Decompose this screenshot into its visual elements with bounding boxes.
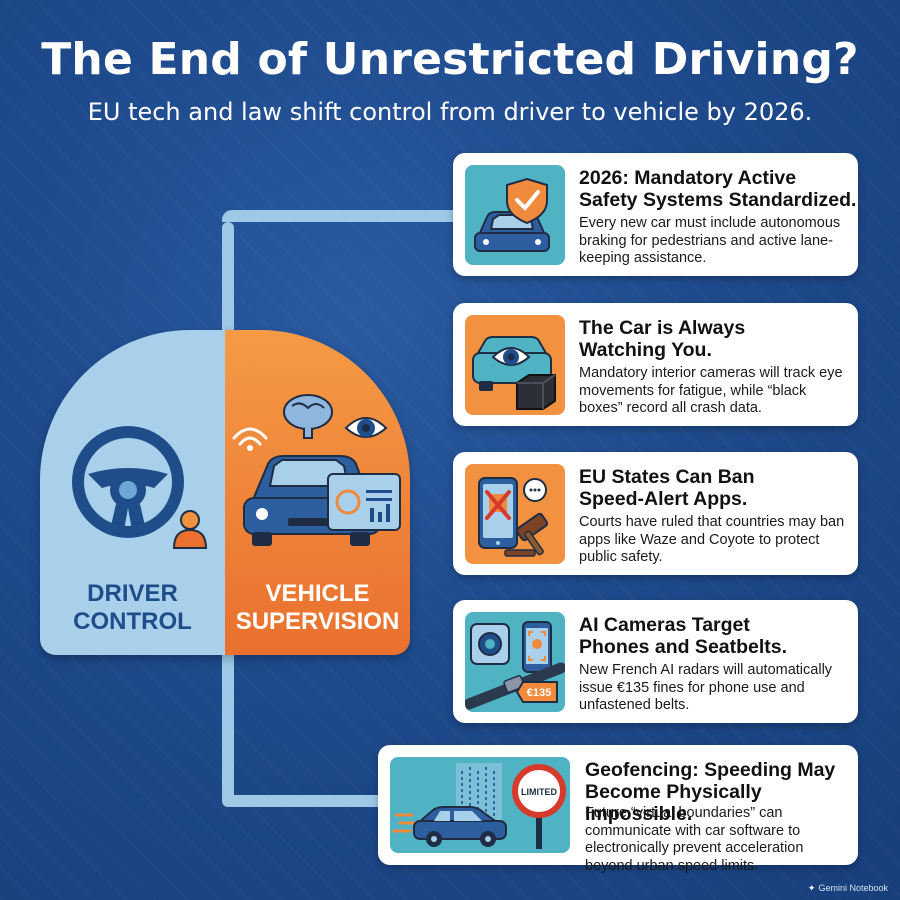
gavel-icon xyxy=(504,512,549,557)
info-card-ai-cameras: €135 AI Cameras Target Phones and Seatbe… xyxy=(453,600,858,723)
card-icon-tile: €135 xyxy=(465,612,565,712)
card-icon-tile xyxy=(465,315,565,415)
geofence-car-limited-sign-icon: LIMITED xyxy=(392,763,566,849)
sparkle-icon: ✦ xyxy=(807,883,816,893)
limited-sign-text: LIMITED xyxy=(521,787,557,797)
steering-wheel-icon xyxy=(72,426,208,549)
car-icon xyxy=(413,806,507,847)
wifi-icon xyxy=(232,427,268,446)
limited-sign-icon: LIMITED xyxy=(512,764,566,849)
info-card-always-watching: The Car is Always Watching You. Mandator… xyxy=(453,303,858,426)
info-card-speed-alert-apps: EU States Can Ban Speed-Alert Apps. Cour… xyxy=(453,452,858,575)
control-shield: DRIVER CONTROL VEHICLE SUPERVISION xyxy=(40,330,410,655)
card-heading: The Car is Always Watching You. xyxy=(579,317,746,361)
card-heading: AI Cameras Target Phones and Seatbelts. xyxy=(579,614,788,658)
driver-control-label: DRIVER CONTROL xyxy=(73,580,192,635)
connector-track-bottom xyxy=(222,795,382,807)
dashboard-screen-icon xyxy=(327,473,401,531)
connector-track-top xyxy=(222,210,458,222)
info-card-active-safety: 2026: Mandatory Active Safety Systems St… xyxy=(453,153,858,276)
phone-gavel-icon xyxy=(478,477,549,557)
card-icon-tile xyxy=(465,464,565,564)
supervised-car-icon xyxy=(232,394,401,546)
phone-icon xyxy=(522,621,552,673)
eye-icon xyxy=(344,417,388,438)
driver-control-panel: DRIVER CONTROL xyxy=(40,330,225,655)
camera-icon xyxy=(470,623,510,665)
fine-tag-icon: €135 xyxy=(515,681,558,703)
person-icon xyxy=(172,510,208,549)
car-shield-check-icon xyxy=(474,177,550,252)
chat-bubble-icon xyxy=(523,478,547,502)
card-body: Mandatory interior cameras will track ey… xyxy=(579,365,843,416)
fine-tag-text: €135 xyxy=(527,687,551,699)
camera-phone-seatbelt-icon: €135 xyxy=(465,621,565,710)
watermark: ✦Gemini Notebook xyxy=(808,883,888,894)
card-heading: EU States Can Ban Speed-Alert Apps. xyxy=(579,466,755,510)
card-icon-tile xyxy=(465,165,565,265)
card-body: Courts have ruled that countries may ban… xyxy=(579,514,845,565)
page-subtitle: EU tech and law shift control from drive… xyxy=(87,98,813,126)
card-icon-tile: LIMITED xyxy=(390,757,570,853)
card-heading: 2026: Mandatory Active Safety Systems St… xyxy=(579,167,857,211)
card-heading: Geofencing: Speeding May Become Physical… xyxy=(585,759,836,825)
brain-icon xyxy=(283,394,333,439)
info-card-geofencing: LIMITED Geofencing: Speeding May Become … xyxy=(378,745,858,874)
vehicle-supervision-label: VEHICLE SUPERVISION xyxy=(235,580,400,635)
card-body: New French AI radars will automatically … xyxy=(579,662,833,713)
car-eye-blackbox-icon xyxy=(472,336,556,410)
card-body: Every new car must include autonomous br… xyxy=(579,215,841,266)
watermark-text: Gemini Notebook xyxy=(818,883,888,893)
page-title: The End of Unrestricted Driving? xyxy=(41,34,859,85)
card-body: Future “virtual boundaries” can communic… xyxy=(585,805,804,874)
speed-lines-icon xyxy=(392,813,416,833)
